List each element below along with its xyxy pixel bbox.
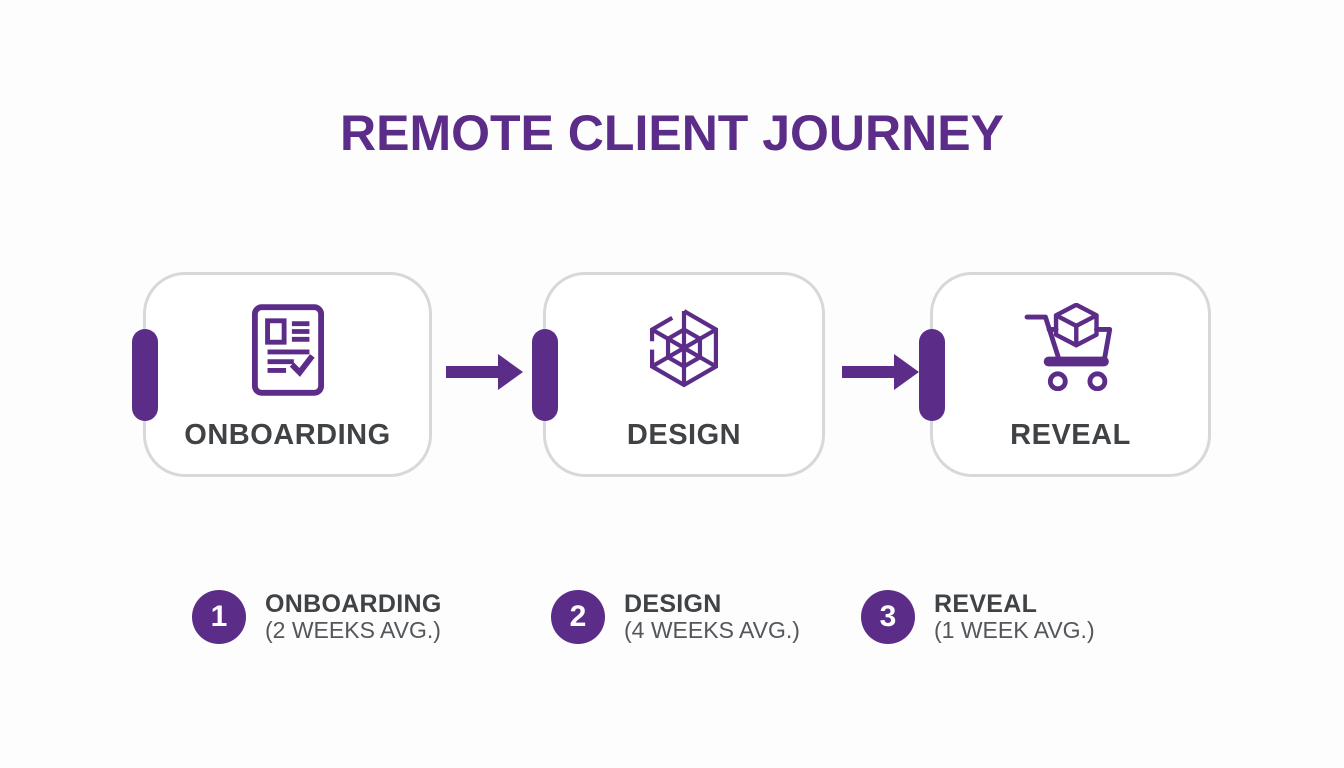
legend-item-onboarding: 1 ONBOARDING (2 WEEKS AVG.) bbox=[192, 590, 442, 644]
legend-label: REVEAL bbox=[934, 590, 1038, 618]
step-number-badge: 1 bbox=[192, 590, 246, 644]
legend-text: DESIGN (4 WEEKS AVG.) bbox=[624, 591, 800, 643]
legend-duration: (1 WEEK AVG.) bbox=[934, 617, 1095, 643]
stage-label: REVEAL bbox=[1010, 419, 1131, 451]
legend-label: ONBOARDING bbox=[265, 590, 442, 618]
arrow-right-icon bbox=[446, 354, 523, 390]
stage-card-reveal: REVEAL bbox=[919, 272, 1211, 477]
stage-connector-bar bbox=[919, 328, 945, 421]
stage-connector-bar bbox=[532, 328, 558, 421]
legend-duration: (4 WEEKS AVG.) bbox=[624, 617, 800, 643]
document-checklist-icon bbox=[251, 304, 324, 396]
wireframe-cube-icon bbox=[649, 309, 719, 388]
legend-text: REVEAL (1 WEEK AVG.) bbox=[934, 591, 1095, 643]
legend-item-reveal: 3 REVEAL (1 WEEK AVG.) bbox=[861, 590, 1095, 644]
legend-text: ONBOARDING (2 WEEKS AVG.) bbox=[265, 591, 442, 643]
stage-label: ONBOARDING bbox=[184, 419, 391, 451]
shopping-cart-box-icon bbox=[1024, 303, 1112, 391]
stage-card-design: DESIGN bbox=[532, 272, 825, 477]
step-number-badge: 2 bbox=[551, 590, 605, 644]
legend-duration: (2 WEEKS AVG.) bbox=[265, 617, 441, 643]
legend-item-design: 2 DESIGN (4 WEEKS AVG.) bbox=[551, 590, 800, 644]
stage-card-onboarding: ONBOARDING bbox=[132, 272, 432, 477]
arrow-right-icon bbox=[842, 354, 919, 390]
stage-connector-bar bbox=[132, 328, 158, 421]
page-title: REMOTE CLIENT JOURNEY bbox=[340, 105, 1004, 161]
step-number-badge: 3 bbox=[861, 590, 915, 644]
legend-label: DESIGN bbox=[624, 590, 722, 618]
stage-label: DESIGN bbox=[626, 419, 742, 451]
